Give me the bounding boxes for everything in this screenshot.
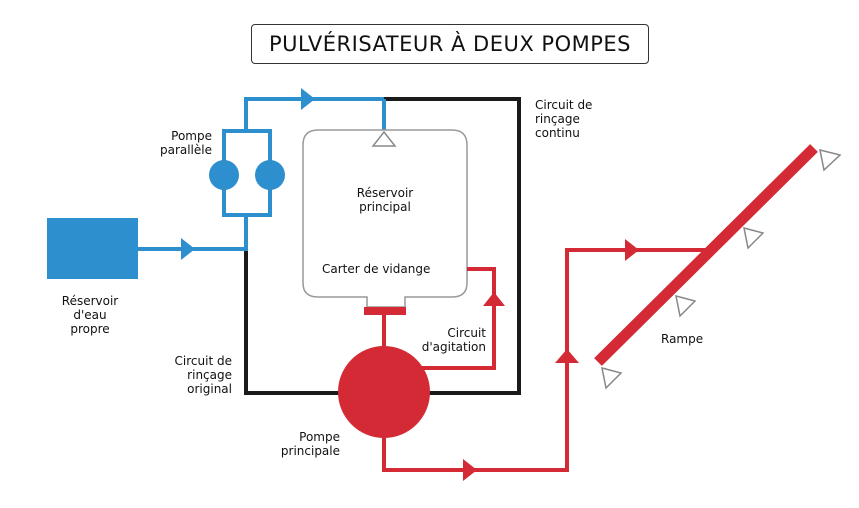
flow-arrow-icon: [181, 238, 195, 260]
label-boom: Rampe: [661, 332, 704, 346]
parallel-pump-1: [209, 160, 239, 190]
label-clean-water-tank: Réservoir d'eau propre: [61, 294, 119, 336]
spray-circuit: [382, 248, 705, 472]
boom-nozzles: [601, 148, 842, 390]
original-rinse-line: [244, 250, 342, 395]
rinse-nozzle-icon: [371, 130, 397, 147]
nozzle-icon: [743, 226, 765, 250]
main-tank: [302, 129, 468, 308]
flow-arrow-icon: [463, 459, 477, 481]
sump-outlet: [364, 307, 406, 315]
nozzle-icon: [601, 366, 623, 390]
pressure-line: [382, 248, 705, 472]
flow-arrow-icon: [625, 239, 639, 261]
nozzle-icon: [675, 294, 697, 318]
flow-arrow-icon: [483, 292, 505, 306]
continuous-rinse-line: [384, 97, 521, 395]
label-parallel-pump: Pompe parallèle: [159, 129, 212, 157]
label-main-tank: Réservoir principal: [356, 186, 414, 214]
label-sump: Carter de vidange: [322, 262, 431, 276]
boom: [594, 144, 818, 366]
parallel-pump-2: [255, 160, 285, 190]
label-continuous-rinse: Circuit de rinçage continu: [535, 98, 593, 140]
clean-water-tank: [47, 218, 138, 279]
nozzle-icon: [819, 148, 842, 172]
main-pump: [338, 346, 430, 438]
flow-arrow-icon: [555, 349, 579, 363]
label-original-rinse: Circuit de rinçage original: [174, 354, 232, 396]
flow-arrow-icon: [301, 88, 315, 110]
rinse-circuit: [244, 97, 521, 395]
diagram-title: PULVÉRISATEUR À DEUX POMPES: [251, 24, 649, 64]
label-agitation-circuit: Circuit d'agitation: [421, 326, 486, 354]
agitation-line: [420, 267, 496, 370]
clean-water-top-line: [244, 97, 384, 131]
label-main-pump: Pompe principale: [280, 430, 340, 458]
